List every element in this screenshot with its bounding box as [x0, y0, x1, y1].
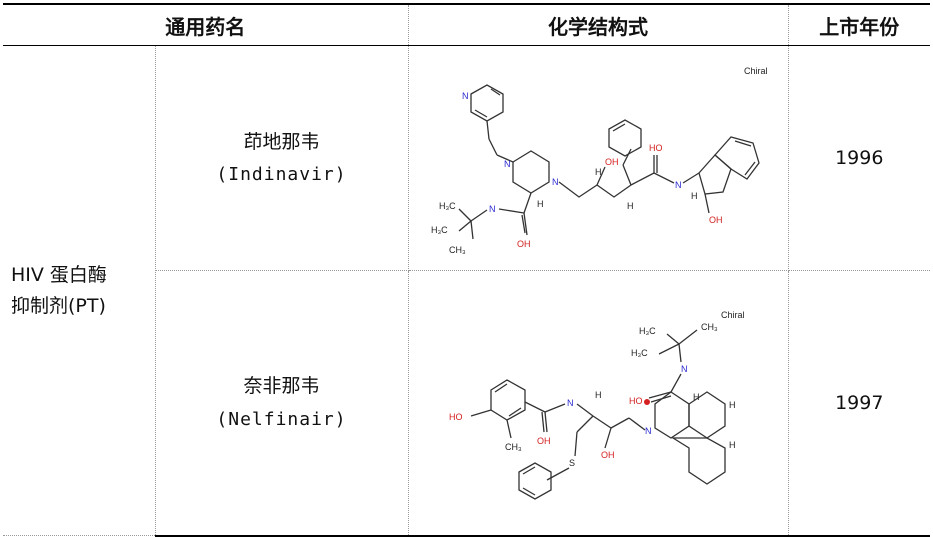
header-structure: 化学结构式: [407, 3, 789, 46]
table-row: HIV 蛋白酶 抑制剂(PT) 茚地那韦 (Indinavir) Chiral …: [3, 45, 930, 536]
drug-class-cell: HIV 蛋白酶 抑制剂(PT): [3, 45, 156, 536]
chiral-label: Chiral: [721, 310, 745, 320]
drug-name-en: (Indinavir): [216, 163, 347, 185]
label-n1: N: [504, 159, 511, 169]
label-hn-amide1: N: [489, 204, 496, 214]
label-h3c-1: H₃C: [439, 201, 456, 211]
label-h1: H: [693, 392, 700, 402]
header-row: 通用药名 化学结构式 上市年份: [3, 3, 930, 46]
drug-name-cn: 奈非那韦: [243, 375, 320, 398]
year-cell: 1996: [787, 45, 930, 271]
label-oh-chain: OH: [601, 450, 615, 460]
year-cell: 1997: [787, 270, 930, 537]
label-oh-chain: OH: [605, 157, 619, 167]
label-ho-amide1: HO: [629, 396, 643, 406]
drug-name-cell: 奈非那韦 (Nelfinair): [154, 270, 409, 537]
label-h2: H: [595, 167, 602, 177]
header-generic-name: 通用药名: [3, 3, 409, 46]
drug-name-en: (Nelfinair): [216, 408, 347, 430]
drug-class-line2: 抑制剂(PT): [11, 294, 106, 317]
label-h3: H: [729, 440, 736, 450]
label-ho-amide2: HO: [649, 143, 663, 153]
structure-cell: Chiral H₃C CH₃ H₃C N HO N: [407, 270, 789, 537]
label-ch3-2: CH₃: [505, 442, 522, 452]
label-h3c-2: H₃C: [631, 348, 648, 358]
drug-table: 通用药名 化学结构式 上市年份 HIV 蛋白酶 抑制剂(PT) 茚地那韦 (In…: [3, 3, 930, 537]
header-year: 上市年份: [787, 3, 930, 46]
label-ch3-1: CH₃: [701, 322, 718, 332]
label-ho-phenol: HO: [449, 412, 463, 422]
label-h3c-2: H₃C: [431, 225, 448, 235]
label-oh-amide1: OH: [517, 239, 531, 249]
label-n-pyridine: N: [462, 91, 469, 101]
oxygen-dot: [644, 398, 650, 405]
label-oh-indane: OH: [709, 215, 723, 225]
label-n2: N: [552, 177, 559, 187]
label-n-ring: N: [645, 426, 652, 436]
label-h2: H: [729, 400, 736, 410]
drug-class-line1: HIV 蛋白酶: [11, 264, 107, 287]
structure-cell: Chiral N N N OH N: [407, 45, 789, 271]
drug-name-cell: 茚地那韦 (Indinavir): [154, 45, 409, 271]
label-h1: H: [537, 199, 544, 209]
chiral-label: Chiral: [744, 66, 768, 76]
label-h4: H: [691, 191, 698, 201]
indinavir-structure: Chiral N N N OH N: [431, 66, 768, 255]
label-s: S: [569, 458, 575, 468]
label-oh-amide2: OH: [537, 436, 551, 446]
label-h3: H: [627, 201, 634, 211]
label-n-amide2: N: [675, 180, 682, 190]
label-n-tbu: N: [681, 364, 688, 374]
label-h3c-1: H₃C: [639, 326, 656, 336]
label-ch3: CH₃: [449, 245, 466, 255]
drug-name-cn: 茚地那韦: [243, 130, 320, 153]
label-n-amide2: N: [567, 398, 574, 408]
nelfinavir-structure: Chiral H₃C CH₃ H₃C N HO N: [449, 310, 745, 500]
label-h4: H: [595, 390, 602, 400]
